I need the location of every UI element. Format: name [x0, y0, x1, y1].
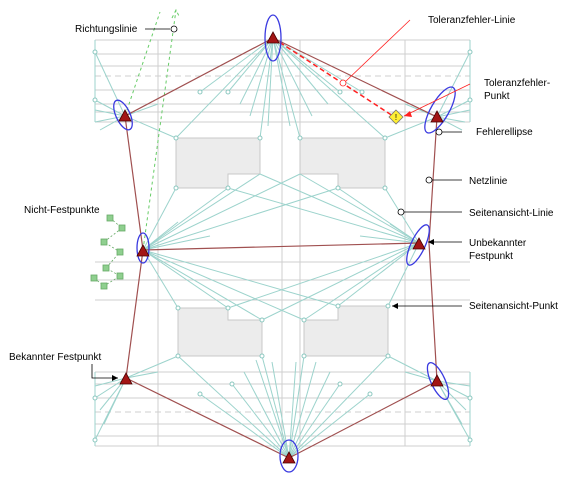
- label-unbekannter-festpunkt-1: Unbekannter: [469, 238, 527, 249]
- label-toleranzfehler-linie: Toleranzfehler-Linie: [428, 15, 516, 26]
- red-triangle-icon: [430, 110, 444, 123]
- red-triangle-icon: [430, 374, 444, 387]
- error-ellipse-top-left: [113, 99, 133, 131]
- red-triangle-icon: [118, 109, 132, 122]
- error-ellipse-left-middle: [136, 232, 150, 264]
- error-ellipses: [113, 14, 456, 473]
- error-ellipse-top-right: [424, 86, 456, 134]
- green-square-icon: [118, 224, 126, 232]
- error-ellipse-bottom-right: [426, 361, 450, 401]
- fixed-points: [118, 31, 444, 464]
- svg-text:!: !: [395, 113, 397, 122]
- label-toleranzfehler-punkt-2: Punkt: [484, 91, 510, 102]
- red-triangle-icon: [282, 451, 296, 464]
- building-top-right: [299, 137, 386, 189]
- label-seitenansicht-linie: Seitenansicht-Linie: [469, 208, 554, 219]
- red-triangle-icon: [136, 244, 150, 257]
- yellow-warning-diamond-icon: !: [388, 109, 404, 125]
- red-triangle-icon: [119, 372, 133, 385]
- green-square-icon: [102, 264, 110, 272]
- label-fehlerellipse: Fehlerellipse: [476, 127, 533, 138]
- traverse-lines: [124, 37, 438, 459]
- building-bottom-left: [177, 307, 263, 357]
- green-square-icon: [116, 272, 124, 280]
- green-square-icon: [100, 238, 108, 246]
- direction-lines: [124, 8, 181, 251]
- side-view-lines: [95, 39, 470, 447]
- label-richtungslinie: Richtungslinie: [75, 24, 138, 35]
- error-ellipse-top: [264, 14, 282, 62]
- label-nicht-festpunkte: Nicht-Festpunkte: [24, 205, 100, 216]
- green-square-icon: [90, 274, 98, 282]
- callout-leaders-red: [344, 19, 471, 117]
- open-circle-icon-red: [339, 79, 347, 87]
- callout-leaders: [91, 28, 462, 379]
- label-unbekannter-festpunkt-2: Festpunkt: [469, 251, 513, 262]
- red-triangle-icon: [266, 31, 280, 44]
- open-circle-icon: [170, 25, 443, 216]
- callout-arrowheads-red: [404, 111, 412, 117]
- callout-arrowheads: [112, 239, 434, 381]
- non-fixed-points: [90, 214, 126, 290]
- green-square-icon: [106, 214, 114, 222]
- building-bottom-right: [303, 305, 389, 357]
- label-seitenansicht-punkt: Seitenansicht-Punkt: [469, 301, 558, 312]
- error-ellipse-bottom: [279, 439, 299, 473]
- label-toleranzfehler-punkt-1: Toleranzfehler-: [484, 78, 550, 89]
- label-bekannter-festpunkt: Bekannter Festpunkt: [9, 352, 101, 363]
- green-square-icon: [116, 248, 124, 256]
- label-netzlinie: Netzlinie: [469, 176, 508, 187]
- red-triangle-icon: [412, 237, 426, 250]
- network-nodes: [92, 49, 473, 443]
- green-square-icon: [100, 282, 108, 290]
- building-top-left: [175, 137, 261, 189]
